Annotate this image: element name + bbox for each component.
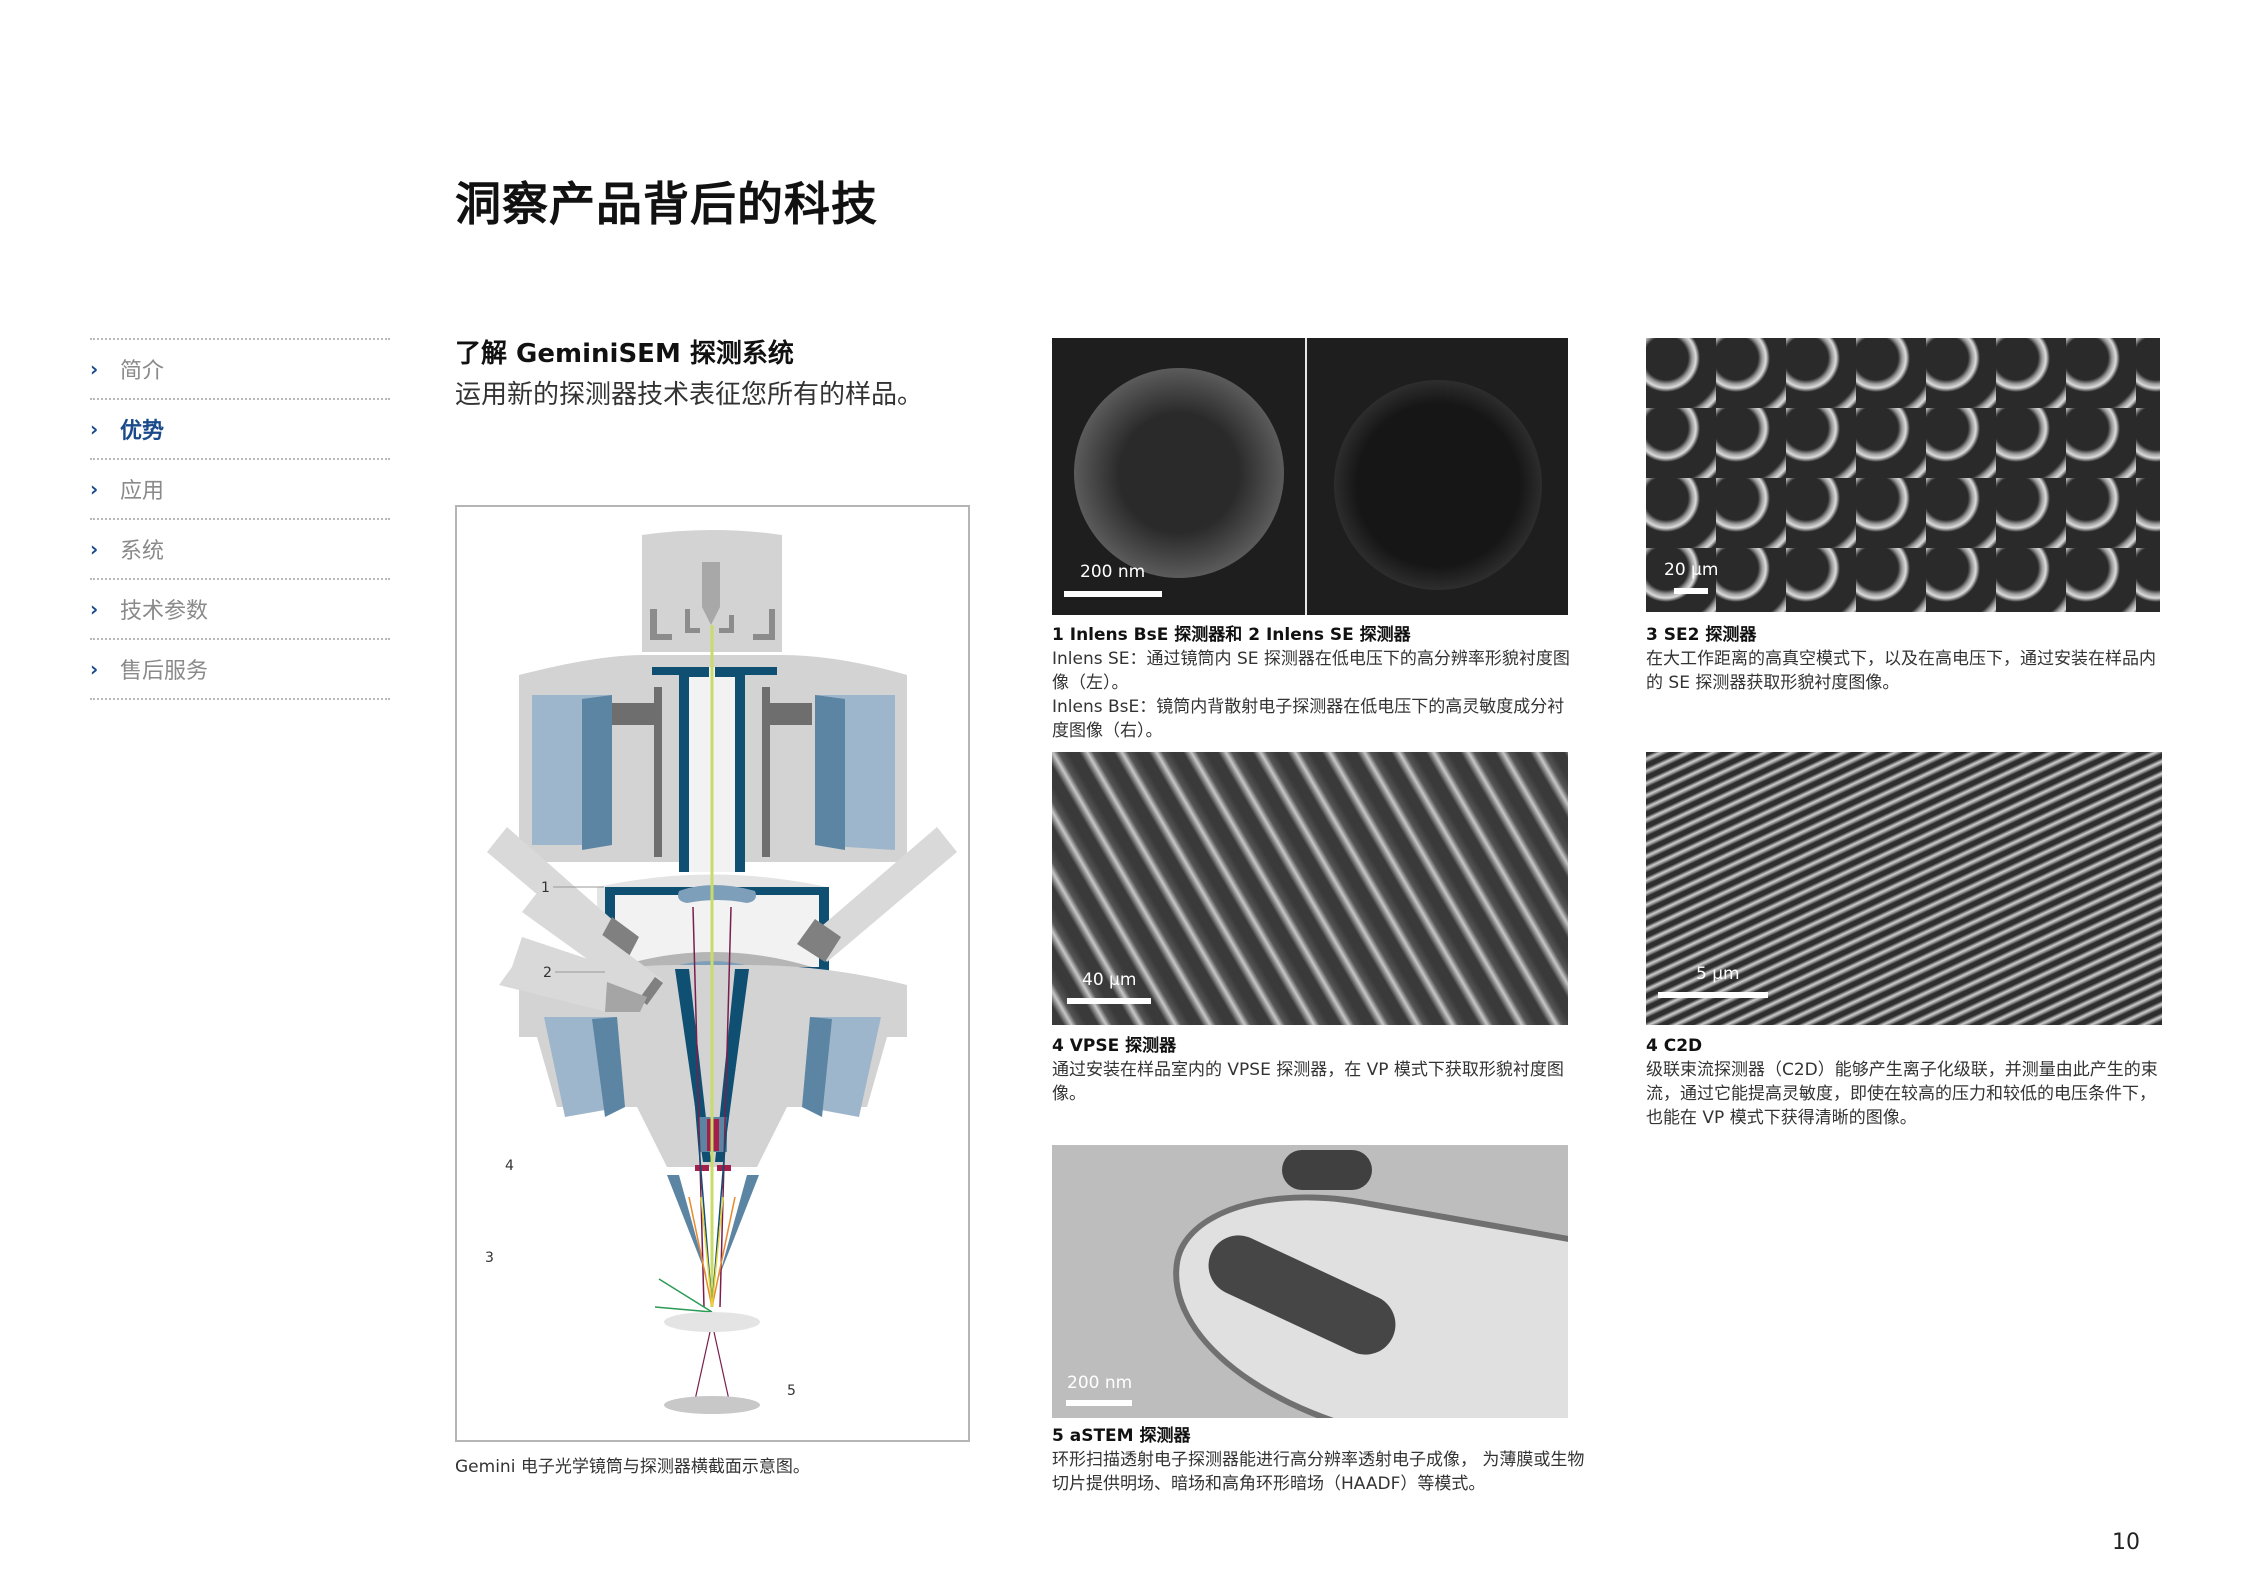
section-title: 了解 GeminiSEM 探测系统 [455, 339, 794, 369]
scale-label: 200 nm [1067, 1373, 1133, 1393]
section-header: 了解 GeminiSEM 探测系统 运用新的探测器技术表征您所有的样品。 [455, 333, 923, 411]
chevron-right-icon: › [90, 597, 99, 621]
scale-bar [1658, 992, 1768, 998]
scale-label: 200 nm [1080, 562, 1146, 582]
nav-item-label: 售后服务 [120, 659, 209, 684]
chevron-right-icon: › [90, 477, 99, 501]
diagram-caption: Gemini 电子光学镜筒与探测器横截面示意图。 [455, 1457, 810, 1477]
nav-item-label: 应用 [120, 479, 165, 504]
caption-line: 通过安装在样品室内的 VPSE 探测器，在 VP 模式下获取形貌衬度图像。 [1052, 1060, 1564, 1104]
scale-bar [1674, 588, 1708, 594]
caption-inlens: 1 Inlens BsE 探测器和 2 Inlens SE 探测器 Inlens… [1052, 623, 1572, 743]
micrograph-c2d: 5 µm [1646, 752, 2162, 1025]
caption-se2: 3 SE2 探测器 在大工作距离的高真空模式下，以及在高电压下，通过安装在样品内… [1646, 623, 2166, 695]
nav-item-service[interactable]: › 售后服务 [90, 638, 390, 700]
column-diagram: 1 2 4 3 5 [455, 505, 970, 1442]
svg-text:2: 2 [543, 965, 552, 981]
section-subtitle: 运用新的探测器技术表征您所有的样品。 [455, 380, 924, 410]
caption-title: 4 VPSE 探测器 [1052, 1036, 1177, 1056]
chevron-right-icon: › [90, 537, 99, 561]
page-number: 10 [2112, 1530, 2140, 1555]
scale-label: 5 µm [1696, 964, 1740, 984]
caption-vpse: 4 VPSE 探测器 通过安装在样品室内的 VPSE 探测器，在 VP 模式下获… [1052, 1034, 1572, 1106]
scale-label: 20 µm [1664, 560, 1719, 580]
caption-line: 级联束流探测器（C2D）能够产生离子化级联，并测量由此产生的束流，通过它能提高灵… [1646, 1060, 2158, 1128]
caption-line: 在大工作距离的高真空模式下，以及在高电压下，通过安装在样品内的 SE 探测器获取… [1646, 649, 2156, 693]
micrograph-inlens: 200 nm [1052, 338, 1568, 615]
svg-text:1: 1 [541, 880, 550, 896]
nav-item-intro[interactable]: › 简介 [90, 338, 390, 398]
section-nav: › 简介 › 优势 › 应用 › 系统 › 技术参数 › 售后服务 [90, 338, 390, 700]
caption-c2d: 4 C2D 级联束流探测器（C2D）能够产生离子化级联，并测量由此产生的束流，通… [1646, 1034, 2166, 1130]
caption-astem: 5 aSTEM 探测器 环形扫描透射电子探测器能进行高分辨率透射电子成像， 为薄… [1052, 1424, 1592, 1496]
scale-label: 40 µm [1082, 970, 1137, 990]
micrograph-se2: 20 µm [1646, 338, 2160, 612]
caption-line: Inlens BsE：镜筒内背散射电子探测器在低电压下的高灵敏度成分衬度图像（右… [1052, 697, 1565, 741]
nav-item-label: 系统 [120, 539, 165, 564]
svg-text:5: 5 [787, 1383, 796, 1399]
caption-title: 1 Inlens BsE 探测器和 2 Inlens SE 探测器 [1052, 625, 1411, 645]
micrograph-astem: 200 nm [1052, 1145, 1568, 1418]
svg-text:3: 3 [485, 1250, 494, 1266]
chevron-right-icon: › [90, 357, 99, 381]
nav-item-applications[interactable]: › 应用 [90, 458, 390, 518]
scale-bar [1066, 1400, 1132, 1406]
caption-title: 4 C2D [1646, 1036, 1703, 1056]
nav-item-label: 技术参数 [120, 599, 209, 624]
micrograph-vpse: 40 µm [1052, 752, 1568, 1025]
caption-title: 3 SE2 探测器 [1646, 625, 1757, 645]
caption-title: 5 aSTEM 探测器 [1052, 1426, 1191, 1446]
chevron-right-icon: › [90, 657, 99, 681]
nav-item-system[interactable]: › 系统 [90, 518, 390, 578]
caption-line: Inlens SE：通过镜筒内 SE 探测器在低电压下的高分辨率形貌衬度图像（左… [1052, 649, 1570, 693]
nav-item-advantages[interactable]: › 优势 [90, 398, 390, 458]
scale-bar [1067, 998, 1151, 1004]
nav-item-specs[interactable]: › 技术参数 [90, 578, 390, 638]
chevron-right-icon: › [90, 417, 99, 441]
svg-text:4: 4 [505, 1158, 514, 1174]
page-title: 洞察产品背后的科技 [455, 177, 878, 231]
nav-item-label: 简介 [120, 359, 165, 384]
nav-item-label: 优势 [120, 419, 165, 444]
caption-line: 环形扫描透射电子探测器能进行高分辨率透射电子成像， 为薄膜或生物切片提供明场、暗… [1052, 1450, 1585, 1494]
gemini-column-schematic: 1 2 4 3 5 [485, 530, 957, 1414]
scale-bar [1064, 591, 1162, 597]
